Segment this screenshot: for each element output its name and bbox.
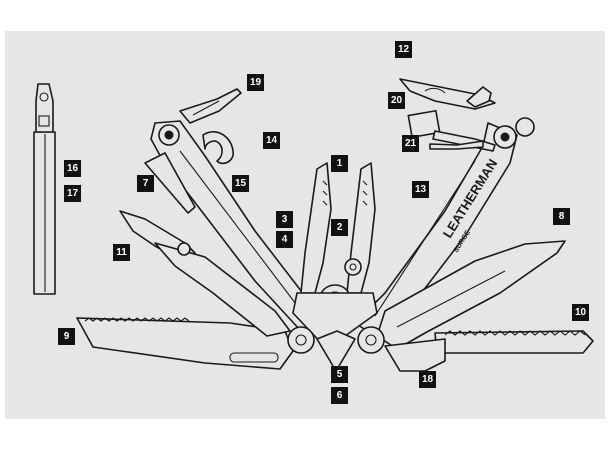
pivot-rivets [287,326,385,383]
callout-21: 21 [402,135,419,152]
callout-9: 9 [58,328,75,345]
callout-5: 5 [331,366,348,383]
scissors-part [119,210,291,337]
callout-19: 19 [247,74,264,91]
callout-17: 17 [64,185,81,202]
callout-7: 7 [137,175,154,192]
callout-8: 8 [553,208,570,225]
callout-12: 12 [395,41,412,58]
callout-18: 18 [419,371,436,388]
callout-13: 13 [412,181,429,198]
saw-blade-part [384,330,594,372]
serrated-blade-part [76,317,294,370]
callout-6: 6 [331,387,348,404]
knife-blade-part [376,240,566,350]
callout-1: 1 [331,155,348,172]
callout-4: 4 [276,231,293,248]
top-right-tools-part [399,78,496,152]
callout-15: 15 [232,175,249,192]
callout-16: 16 [64,160,81,177]
callout-11: 11 [113,244,130,261]
left-handle-part [144,88,324,332]
callout-14: 14 [263,132,280,149]
callout-10: 10 [572,304,589,321]
callout-2: 2 [331,219,348,236]
diagram-panel: LEATHERMAN SURGE [5,31,605,419]
multitool-diagram: LEATHERMAN SURGE [33,78,594,383]
pliers-part [292,162,378,350]
blade-insert-part [33,83,56,295]
callout-3: 3 [276,211,293,228]
callout-20: 20 [388,92,405,109]
